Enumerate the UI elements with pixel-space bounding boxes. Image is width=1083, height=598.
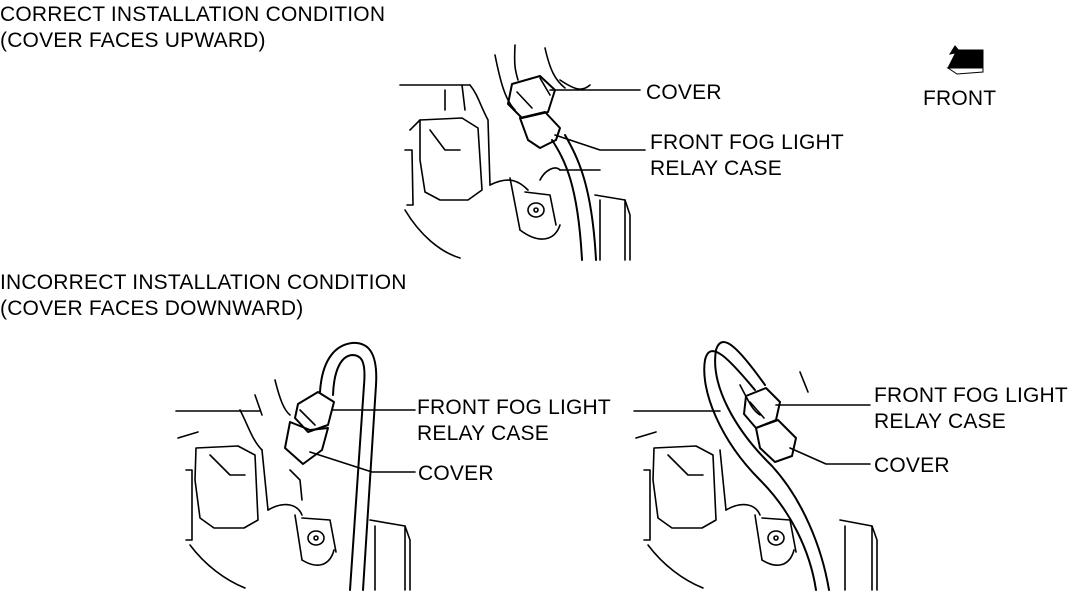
incorrect-right-view-drawing xyxy=(633,341,878,591)
correct-view-drawing xyxy=(399,44,646,261)
incorrect-left-relay-label-line2: RELAY CASE xyxy=(417,422,549,445)
correct-relay-label-line1: FRONT FOG LIGHT xyxy=(650,131,844,154)
incorrect-title-line2: (COVER FACES DOWNWARD) xyxy=(0,297,304,320)
incorrect-left-view-drawing xyxy=(175,341,416,591)
incorrect-title-line1: INCORRECT INSTALLATION CONDITION xyxy=(0,271,407,294)
incorrect-right-relay-label-line2: RELAY CASE xyxy=(874,410,1006,433)
incorrect-left-relay-label-line1: FRONT FOG LIGHT xyxy=(417,396,611,419)
correct-relay-label-line2: RELAY CASE xyxy=(650,157,782,180)
incorrect-left-cover-label: COVER xyxy=(418,462,494,485)
incorrect-right-relay-label-line1: FRONT FOG LIGHT xyxy=(874,384,1068,407)
correct-title-line2: (COVER FACES UPWARD) xyxy=(0,29,266,52)
front-label: FRONT xyxy=(923,87,997,110)
incorrect-right-cover-label: COVER xyxy=(874,454,950,477)
correct-cover-label: COVER xyxy=(646,81,722,104)
front-direction-arrow-icon xyxy=(946,45,984,75)
correct-title-line1: CORRECT INSTALLATION CONDITION xyxy=(0,3,386,26)
